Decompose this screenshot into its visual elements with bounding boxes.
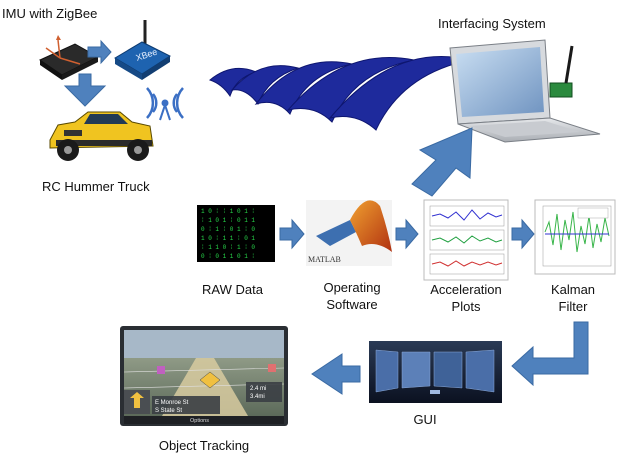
label-imu: IMU with ZigBee (2, 6, 98, 21)
acceleration-plots-image (423, 199, 509, 281)
label-acceleration-line1: Acceleration (430, 282, 502, 297)
arrow-plots-to-kalman (511, 218, 535, 250)
label-kalman-filter: Kalman Filter (551, 281, 595, 315)
svg-text:1 0 ⁞ ⁞ 1 0 1 ⁞: 1 0 ⁞ ⁞ 1 0 1 ⁞ (201, 208, 255, 215)
svg-text:0 ⁞ 1 ⁞ 0 1 ⁞ 0: 0 ⁞ 1 ⁞ 0 1 ⁞ 0 (201, 226, 255, 233)
svg-text:1 0 ⁞ 1 1 ⁞ 0 1: 1 0 ⁞ 1 1 ⁞ 0 1 (201, 235, 255, 242)
nav-speed: 3.4mi (250, 394, 265, 400)
wireless-signal-icon (146, 87, 184, 121)
wireless-waves (208, 56, 471, 131)
arrow-gui-to-tracking (311, 353, 361, 395)
label-kalman-line1: Kalman (550, 282, 596, 297)
svg-text:⁞ 1 1 0 ⁞ 1 ⁞ 0: ⁞ 1 1 0 ⁞ 1 ⁞ 0 (201, 244, 255, 251)
gui-image (369, 341, 502, 403)
arrow-imu-to-truck (63, 73, 107, 107)
label-object-tracking: Object Tracking (158, 438, 250, 453)
arrow-raw-to-software (279, 218, 305, 250)
label-kalman-line2: Filter (558, 299, 588, 314)
nav-options: Options (190, 418, 209, 424)
nav-street-1: E Monroe St (155, 400, 189, 406)
object-tracking-image: E Monroe St S State St 2.4 mi 3.4mi Opti… (120, 326, 288, 426)
arrow-software-to-interface (411, 127, 473, 197)
label-acceleration-plots: Acceleration Plots (430, 281, 502, 315)
label-acceleration-line2: Plots (451, 299, 481, 314)
nav-street-2: S State St (155, 408, 182, 414)
matlab-logo-image: MATLAB (306, 200, 392, 266)
rc-truck-image (49, 111, 154, 161)
xbee-module-image: XBee (114, 20, 172, 80)
label-gui: GUI (413, 412, 437, 427)
arrow-software-to-plots (395, 218, 419, 250)
label-raw-data: RAW Data (202, 282, 263, 297)
svg-text:⁞ 1 0 1 ⁞ 0 1 1: ⁞ 1 0 1 ⁞ 0 1 1 (201, 217, 255, 224)
kalman-filter-image (534, 199, 616, 275)
arrow-imu-to-xbee (87, 39, 112, 65)
matlab-logo-text: MATLAB (308, 255, 341, 264)
label-rc-truck: RC Hummer Truck (42, 179, 150, 194)
raw-data-image: 1 0 ⁞ ⁞ 1 0 1 ⁞ ⁞ 1 0 1 ⁞ 0 1 1 0 ⁞ 1 ⁞ … (197, 205, 275, 262)
nav-distance: 2.4 mi (250, 386, 266, 392)
imu-sensor-image (38, 35, 100, 80)
arrow-kalman-to-gui (511, 321, 589, 387)
label-operating-line2: Software (326, 297, 378, 312)
label-operating-line1: Operating (323, 280, 381, 295)
laptop-image (449, 39, 601, 143)
label-interfacing-system: Interfacing System (438, 16, 546, 31)
label-operating-software: Operating Software (323, 279, 380, 313)
svg-text:0 ⁞ 0 1 1 0 1 ⁞: 0 ⁞ 0 1 1 0 1 ⁞ (201, 253, 255, 260)
